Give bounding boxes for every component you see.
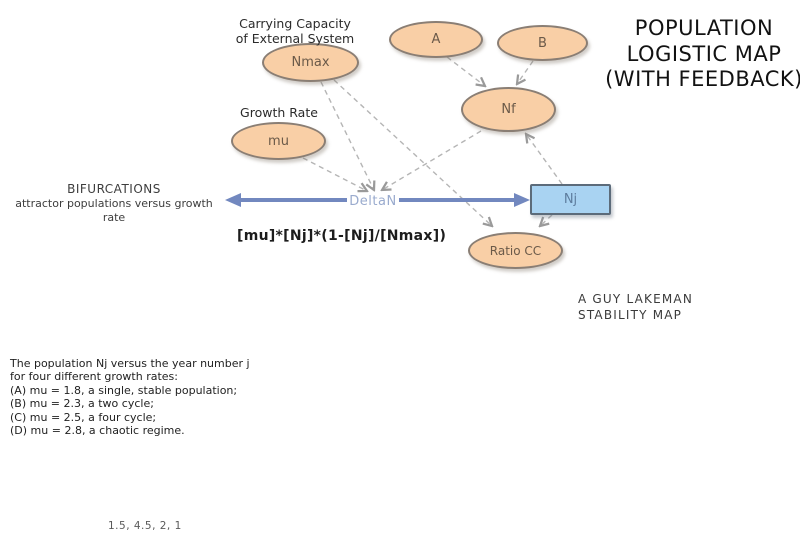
link-nf-to-deltan[interactable] — [382, 130, 482, 190]
node-b[interactable]: B — [497, 25, 588, 61]
carrying-capacity-label: Carrying Capacity of External System — [212, 16, 378, 46]
node-a[interactable]: A — [389, 21, 483, 58]
bifurcations-note: BIFURCATIONS attractor populations versu… — [8, 181, 220, 224]
link-nj-to-ratiocc[interactable] — [540, 214, 553, 226]
description-line2: for four different growth rates: — [10, 370, 178, 384]
bifurcations-line2: attractor populations versus growth — [15, 197, 213, 210]
description-line6: (D) mu = 2.8, a chaotic regime. — [10, 424, 185, 438]
page-title-line2: LOGISTIC MAP — [626, 41, 782, 66]
carrying-capacity-line1: Carrying Capacity — [239, 16, 351, 31]
flow-left-arrowhead-icon — [225, 193, 241, 207]
credit-line1: A GUY LAKEMAN — [578, 292, 694, 306]
node-nmax-label: Nmax — [291, 55, 330, 70]
link-mu-to-deltan[interactable] — [302, 157, 367, 191]
description-line4: (B) mu = 2.3, a two cycle; — [10, 397, 154, 411]
node-a-label: A — [431, 32, 441, 47]
node-mu[interactable]: mu — [231, 122, 326, 160]
description-line1: The population Nj versus the year number… — [10, 357, 250, 370]
stock-nj-label: Nj — [563, 192, 578, 207]
description-line3: (A) mu = 1.8, a single, stable populatio… — [10, 383, 238, 397]
link-b-to-nf[interactable] — [517, 60, 534, 84]
footnote-values: 1.5, 4.5, 2, 1 — [108, 520, 182, 532]
logistic-formula: [mu]*[Nj]*(1-[Nj]/[Nmax]) — [237, 228, 447, 244]
stock-nj[interactable]: Nj — [530, 184, 611, 215]
bifurcations-title: BIFURCATIONS — [67, 182, 161, 196]
link-nj-to-nf[interactable] — [526, 134, 563, 185]
node-nf[interactable]: Nf — [461, 87, 556, 132]
flow-label-deltan[interactable]: DeltaN — [347, 194, 399, 209]
flow-right-arrowhead-icon — [514, 193, 530, 207]
page-title: POPULATION LOGISTIC MAP (WITH FEEDBACK) — [596, 16, 800, 93]
node-ratio-cc[interactable]: Ratio CC — [468, 232, 563, 269]
credit-note: A GUY LAKEMAN STABILITY MAP — [578, 292, 693, 323]
growth-rate-label: Growth Rate — [240, 105, 318, 120]
description-note: The population Nj versus the year number… — [10, 357, 250, 437]
page-title-line1: POPULATION — [634, 16, 774, 40]
node-ratio-cc-label: Ratio CC — [489, 243, 542, 258]
page-title-line3: (WITH FEEDBACK) — [605, 67, 800, 91]
node-nmax[interactable]: Nmax — [262, 43, 359, 82]
node-mu-label: mu — [268, 133, 289, 149]
link-nmax-to-deltan[interactable] — [320, 81, 374, 190]
credit-line2: STABILITY MAP — [578, 307, 683, 322]
carrying-capacity-line2: of External System — [235, 30, 355, 46]
bifurcations-line3: rate — [102, 210, 126, 224]
node-nf-label: Nf — [501, 102, 516, 117]
node-b-label: B — [538, 35, 547, 51]
link-a-to-nf[interactable] — [446, 56, 485, 86]
description-line5: (C) mu = 2.5, a four cycle; — [10, 410, 157, 424]
